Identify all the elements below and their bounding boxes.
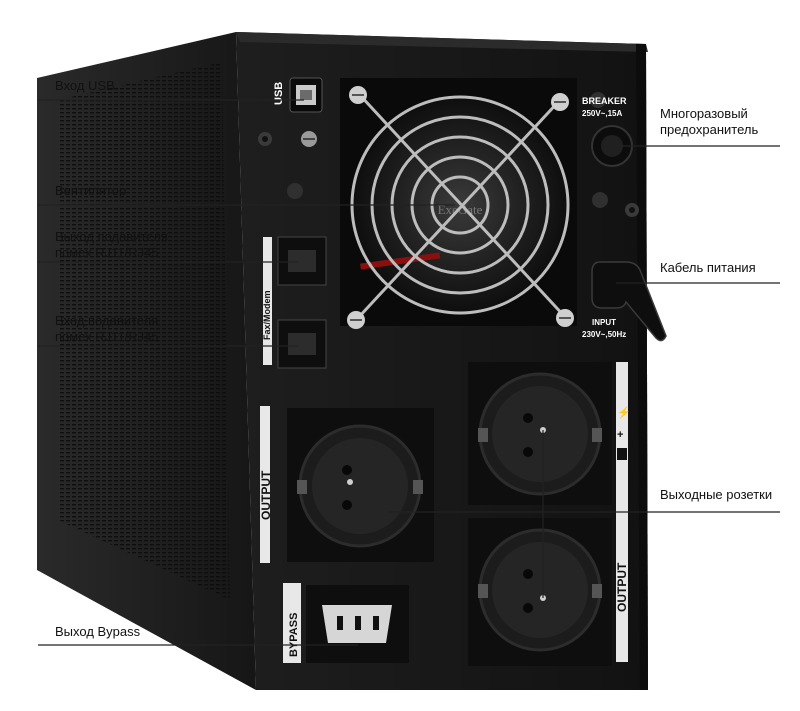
callout-suppressor-in: Вход подавителя помех RJ11/RJ45: [55, 313, 159, 345]
fax-modem-label: Fax/Modem: [262, 290, 272, 340]
callout-fan: Вентилятор: [55, 183, 127, 198]
callout-suppressor-out-line1: Выход подавителя: [55, 229, 168, 244]
callout-breaker: Многоразовый предохранитель: [660, 106, 758, 138]
input-rating-label: 230V~,50Hz: [582, 330, 626, 339]
callout-suppressor-out: Выход подавителя помех RJ11/RJ45: [55, 229, 168, 261]
callout-suppressor-out-line2: помех RJ11/RJ45: [55, 245, 159, 260]
leader-lines: [38, 99, 780, 646]
breaker-title-label: BREAKER: [582, 96, 627, 106]
callout-power-cable: Кабель питания: [660, 260, 756, 275]
screw-icon: [258, 92, 639, 217]
output-left-label: OUTPUT: [259, 470, 273, 520]
input-title-label: INPUT: [592, 318, 616, 327]
callout-breaker-line1: Многоразовый: [660, 106, 748, 121]
bypass-socket: BYPASS: [283, 583, 409, 663]
fan: ExeGate: [340, 78, 577, 329]
bypass-label: BYPASS: [288, 613, 300, 657]
plug-icon: +: [617, 429, 623, 441]
callout-breaker-line2: предохранитель: [660, 122, 759, 137]
outlet-left: OUTPUT: [259, 406, 434, 563]
usb-port-label: USB: [273, 82, 285, 105]
outlet-right-top: [468, 362, 612, 505]
breaker-rating-label: 250V~,15A: [582, 109, 622, 118]
callout-suppressor-in-line1: Вход подавителя: [55, 313, 159, 328]
callout-outlets: Выходные розетки: [660, 487, 773, 502]
fax-modem-ports: Fax/Modem: [262, 236, 327, 369]
lightning-icon: ⚡: [617, 406, 631, 419]
callout-usb-input: Вход USB: [55, 78, 115, 93]
case-side: [37, 32, 256, 690]
fan-screw-icon: [347, 86, 574, 329]
callout-suppressor-in-line2: помех RJ11/RJ45: [55, 329, 159, 344]
outlet-right-bottom: [468, 518, 612, 666]
callout-bypass-out: Выход Bypass: [55, 624, 141, 639]
output-right-label: OUTPUT: [615, 562, 629, 612]
power-input: INPUT 230V~,50Hz: [582, 261, 667, 342]
